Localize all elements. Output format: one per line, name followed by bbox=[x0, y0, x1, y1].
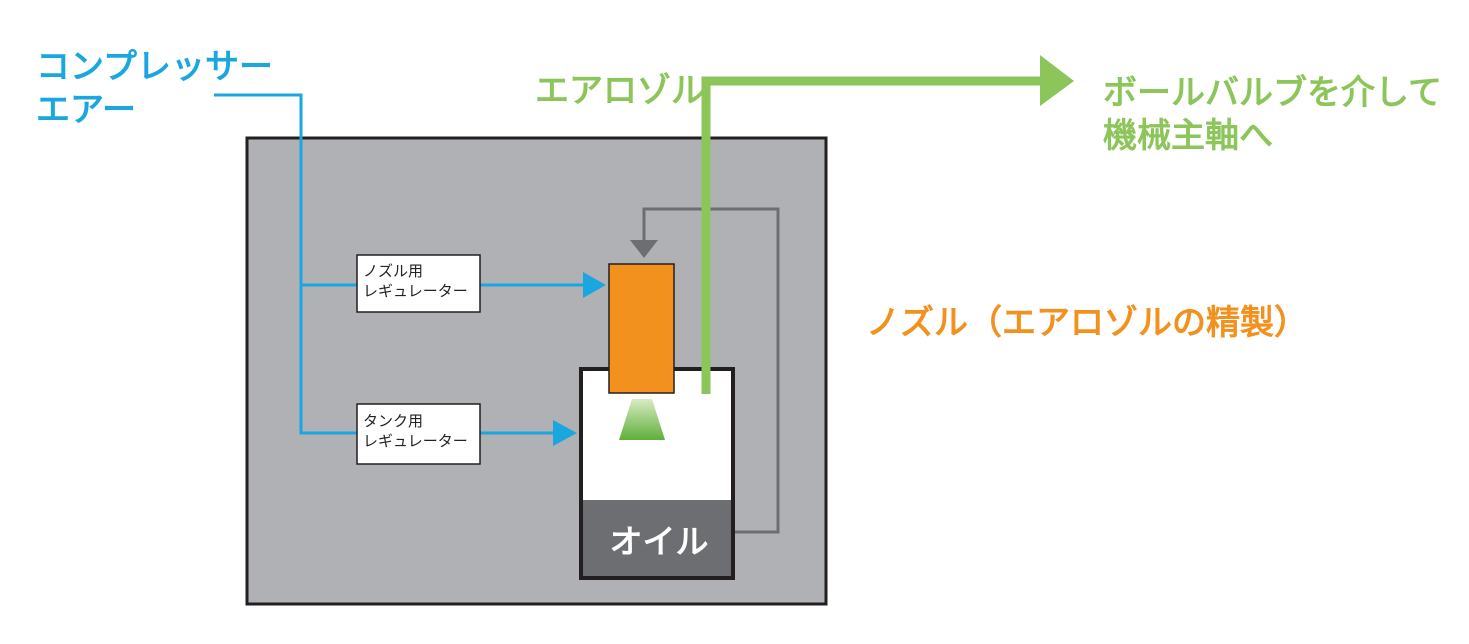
return-arrow-icon bbox=[630, 240, 658, 258]
aerosol-arrow-icon bbox=[1040, 55, 1074, 106]
nozzle-block bbox=[608, 263, 675, 394]
aerosol-label: エアロゾル bbox=[535, 71, 705, 111]
tank-regulator-line2: レギュレーター bbox=[363, 431, 468, 450]
nozzle-regulator-line1: ノズル用 bbox=[363, 262, 424, 280]
tank-regulator-box bbox=[356, 403, 481, 465]
oil-reservoir bbox=[583, 500, 731, 576]
nozzle-regulator-line2: レギュレーター bbox=[363, 281, 468, 300]
compressor-air-line bbox=[214, 93, 585, 435]
arrow-to-tank-icon bbox=[553, 420, 577, 446]
destination-line2: 機械主軸へ bbox=[1103, 115, 1273, 156]
nozzle-regulator-label: ノズル用 レギュレーター bbox=[363, 262, 468, 301]
compressor-air-label: コンプレッサー エアー bbox=[36, 46, 273, 131]
arrow-to-nozzle-icon bbox=[583, 272, 606, 298]
compressor-air-line1: コンプレッサー bbox=[36, 47, 273, 87]
tank-regulator-label: タンク用 レギュレーター bbox=[363, 412, 468, 451]
destination-line1: ボールバルブを介して bbox=[1103, 73, 1442, 113]
oil-label: オイル bbox=[609, 522, 709, 561]
destination-label: ボールバルブを介して 機械主軸へ bbox=[1103, 72, 1442, 157]
nozzle-regulator-box bbox=[356, 254, 481, 313]
tank-regulator-line1: タンク用 bbox=[363, 412, 424, 430]
nozzle-caption: ノズル（エアロゾルの精製） bbox=[866, 303, 1308, 343]
compressor-air-line2: エアー bbox=[36, 89, 136, 130]
spray-cone-icon bbox=[619, 399, 665, 440]
oil-return-line bbox=[642, 207, 780, 534]
aerosol-output-line bbox=[701, 76, 1046, 394]
